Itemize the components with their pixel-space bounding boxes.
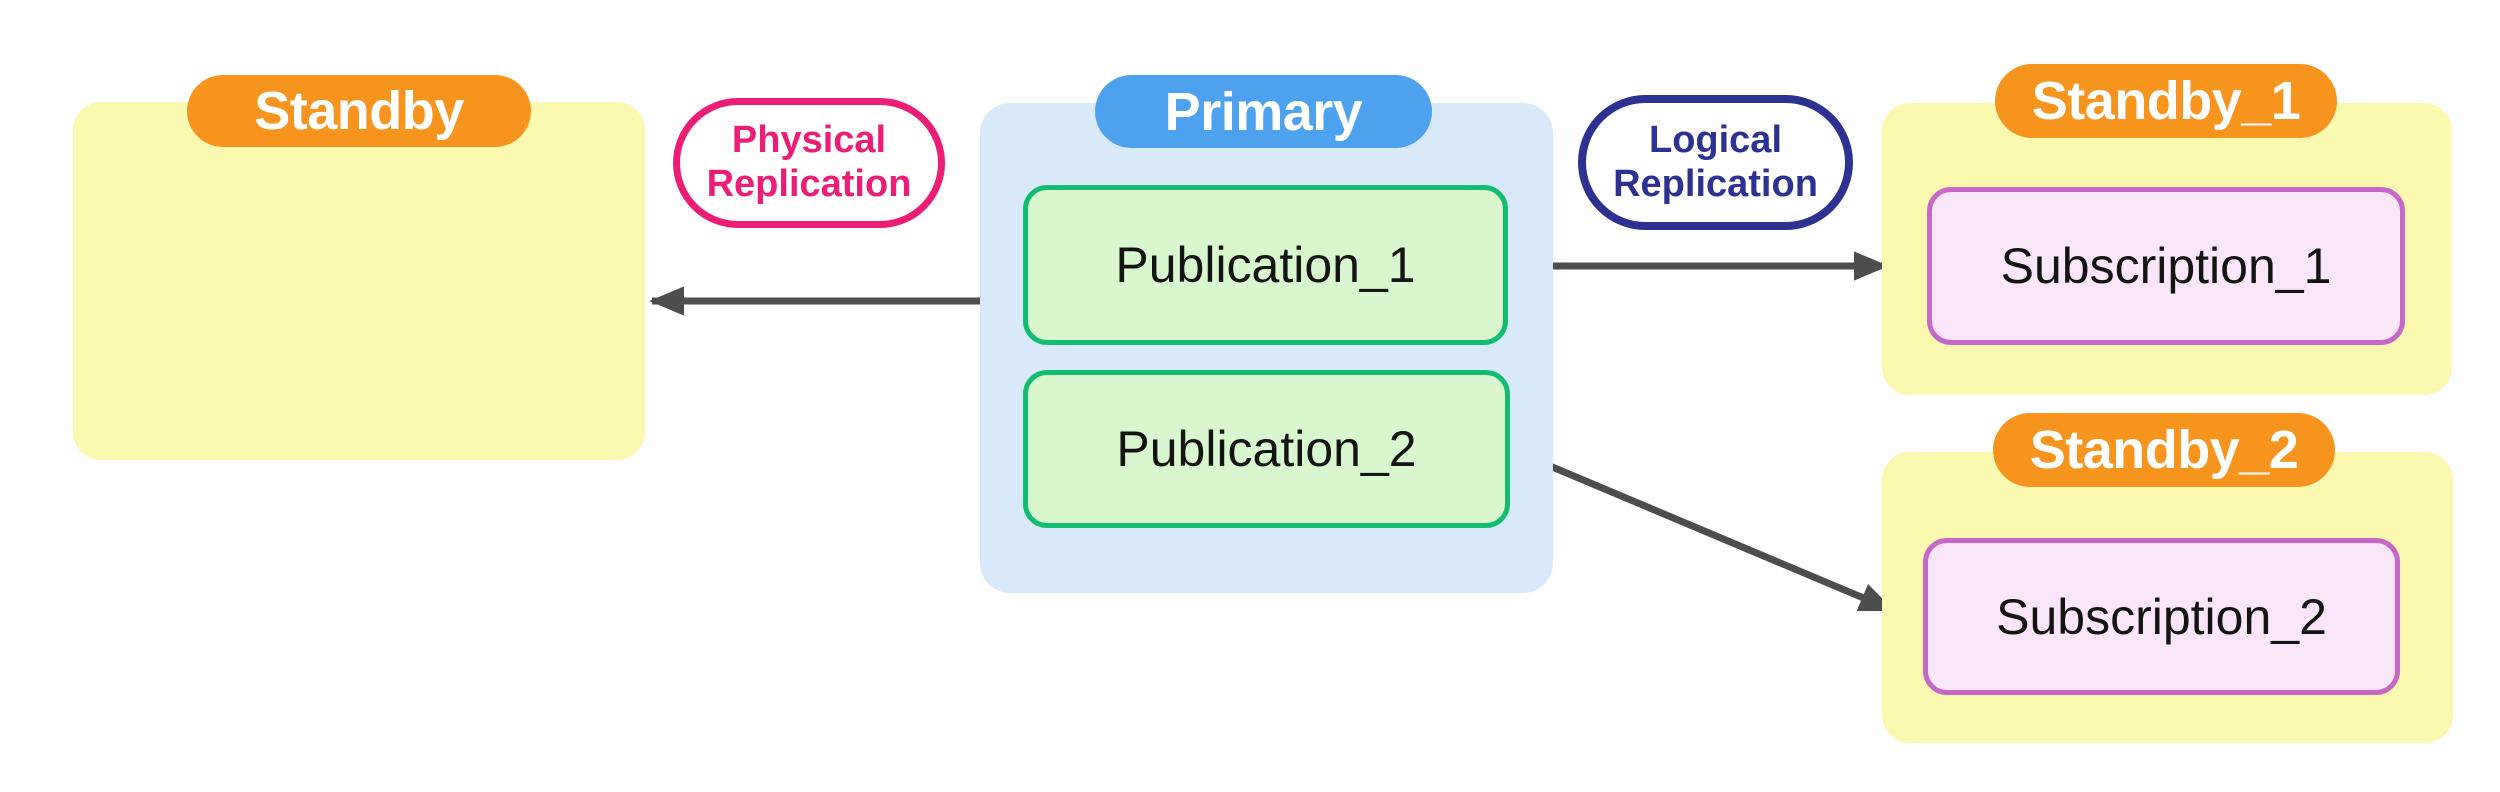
logical-replication-label: Logical Replication	[1613, 118, 1818, 205]
standby-1-badge: Standby_1	[1995, 64, 2337, 138]
physical-replication-label: Physical Replication	[706, 119, 912, 205]
logical-replication-pill: Logical Replication	[1578, 95, 1853, 230]
subscription-2-box: Subscription_2	[1923, 538, 2400, 695]
subscription-1-box: Subscription_1	[1927, 187, 2405, 345]
standby-node	[73, 102, 645, 460]
publication-2-box: Publication_2	[1023, 370, 1510, 528]
standby-badge: Standby	[187, 75, 531, 147]
standby-2-badge: Standby_2	[1993, 413, 2335, 487]
publication-1-box: Publication_1	[1023, 185, 1508, 345]
primary-badge: Primary	[1095, 75, 1432, 148]
logical-replication-arrow-2	[1510, 446, 1895, 614]
physical-replication-pill: Physical Replication	[673, 98, 945, 228]
